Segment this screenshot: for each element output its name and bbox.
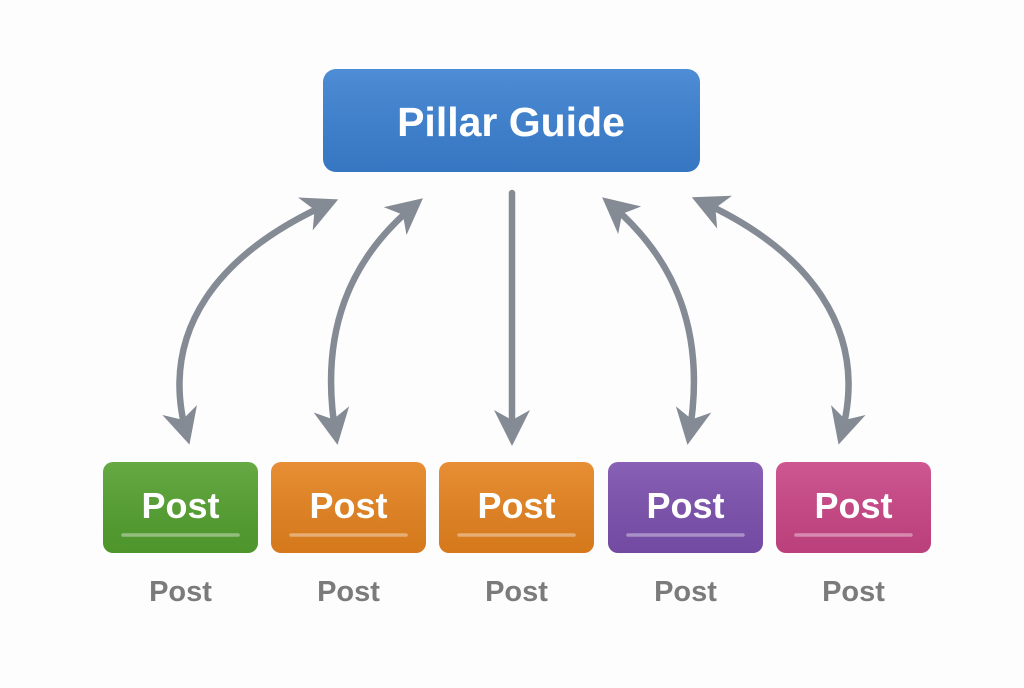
post-caption-4: Post bbox=[654, 576, 717, 608]
post-box-3-sheen bbox=[439, 462, 594, 553]
post-node-5: Post Post bbox=[776, 462, 931, 608]
post-label-1: Post bbox=[141, 485, 219, 526]
pillar-guide-node: Pillar Guide bbox=[323, 69, 700, 172]
post-caption-5: Post bbox=[822, 576, 885, 608]
post-box-4-sheen bbox=[608, 462, 763, 553]
pillar-guide-box-sheen bbox=[323, 69, 700, 172]
post-caption-1: Post bbox=[149, 576, 212, 608]
post-caption-2: Post bbox=[317, 576, 380, 608]
bidirectional-arrow-post-5 bbox=[691, 195, 866, 445]
post-node-1: Post Post bbox=[103, 462, 258, 608]
post-box-2-sheen bbox=[271, 462, 426, 553]
post-node-3: Post Post bbox=[439, 462, 594, 608]
bidirectional-arrow-post-1 bbox=[162, 197, 339, 445]
bidirectional-arrow-post-2 bbox=[313, 198, 423, 445]
post-caption-3: Post bbox=[485, 576, 548, 608]
post-box-1-sheen bbox=[103, 462, 258, 553]
pillar-guide-label: Pillar Guide bbox=[397, 99, 625, 145]
post-label-3: Post bbox=[477, 485, 555, 526]
post-label-4: Post bbox=[646, 485, 724, 526]
post-box-5-sheen bbox=[776, 462, 931, 553]
post-node-2: Post Post bbox=[271, 462, 426, 608]
post-label-5: Post bbox=[814, 485, 892, 526]
post-label-2: Post bbox=[309, 485, 387, 526]
connector-arrows bbox=[162, 189, 866, 446]
post-node-4: Post Post bbox=[608, 462, 763, 608]
